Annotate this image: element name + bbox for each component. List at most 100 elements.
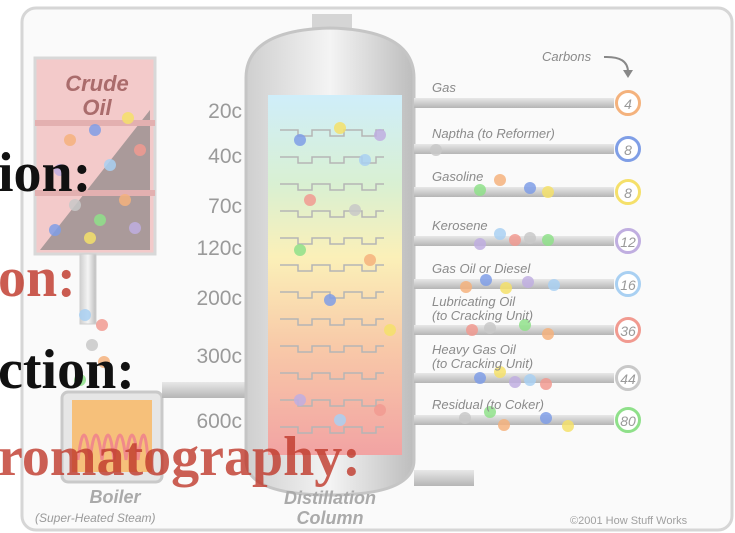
molecule-bubble xyxy=(509,376,521,388)
column-tray xyxy=(280,399,384,407)
molecule-bubble xyxy=(524,182,536,194)
column-tray xyxy=(280,156,384,164)
carbons-arrow xyxy=(603,55,629,73)
molecule-bubble xyxy=(94,214,106,226)
molecule-bubble xyxy=(494,366,506,378)
molecule-bubble xyxy=(548,279,560,291)
product-name-line1: Gas xyxy=(432,80,456,95)
molecule-bubble xyxy=(430,144,442,156)
boiler xyxy=(60,382,252,484)
molecule-bubble xyxy=(542,328,554,340)
slide-text-line-2: on: xyxy=(0,247,76,309)
column-label-line2: Column xyxy=(296,508,364,528)
temperature-label: 300c xyxy=(196,345,242,368)
temperature-label: 70c xyxy=(208,195,242,218)
boiler-sublabel: (Super-Heated Steam) xyxy=(35,511,156,525)
product-name-line1: Residual (to Coker) xyxy=(432,397,544,412)
product-name: Naptha (to Reformer) xyxy=(432,127,555,141)
molecule-bubble xyxy=(84,232,96,244)
column-label: Distillation Column xyxy=(262,488,398,528)
product-name-line1: Gasoline xyxy=(432,169,484,184)
molecule-bubble xyxy=(500,282,512,294)
molecule-bubble xyxy=(524,374,536,386)
molecule-bubble xyxy=(122,112,134,124)
molecule-bubble xyxy=(64,134,76,146)
molecule-bubble xyxy=(540,378,552,390)
product-name: Heavy Gas Oil(to Cracking Unit) xyxy=(432,343,533,371)
product-pipe xyxy=(414,98,614,108)
molecule-bubble xyxy=(484,406,496,418)
carbon-count-badge: 36 xyxy=(615,317,641,343)
molecule-bubble xyxy=(542,186,554,198)
product-name: Lubricating Oil(to Cracking Unit) xyxy=(432,295,533,323)
product-pipe xyxy=(414,325,614,335)
product-name-line1: Gas Oil or Diesel xyxy=(432,261,531,276)
molecule-bubble xyxy=(474,372,486,384)
molecule-bubble xyxy=(460,281,472,293)
carbons-arrow-head xyxy=(623,70,633,78)
molecule-bubble xyxy=(466,324,478,336)
molecule-bubble xyxy=(524,232,536,244)
carbon-count-badge: 80 xyxy=(615,407,641,433)
column-tray xyxy=(280,345,384,353)
product-name-line1: Heavy Gas Oil xyxy=(432,342,516,357)
molecule-bubble xyxy=(134,144,146,156)
column-tray xyxy=(280,210,384,218)
molecule-bubble xyxy=(374,404,386,416)
molecule-bubble xyxy=(509,234,521,246)
column-tray xyxy=(280,291,384,299)
crude-oil-tank xyxy=(33,56,157,325)
molecule-bubble xyxy=(540,412,552,424)
molecule-bubble xyxy=(519,319,531,331)
molecule-bubble xyxy=(104,159,116,171)
column-tray xyxy=(280,372,384,380)
molecule-bubble xyxy=(86,339,98,351)
molecule-bubble xyxy=(494,228,506,240)
boiler-label: Boiler xyxy=(89,487,141,507)
column-tray xyxy=(280,264,384,272)
molecule-bubble xyxy=(349,204,361,216)
molecule-bubble xyxy=(294,394,306,406)
column-tray xyxy=(280,183,384,191)
carbon-count-badge: 4 xyxy=(615,90,641,116)
temperature-label: 600c xyxy=(196,410,242,433)
credit: ©2001 How Stuff Works xyxy=(570,515,688,527)
product-name: Gas Oil or Diesel xyxy=(432,262,530,276)
column-tray xyxy=(280,318,384,326)
slide-text-line-3: ction: xyxy=(0,339,135,401)
molecule-bubble xyxy=(89,124,101,136)
molecule-bubble xyxy=(334,122,346,134)
crude-label-line2: Oil xyxy=(82,95,112,120)
molecule-bubble xyxy=(96,319,108,331)
temperature-label: 200c xyxy=(196,287,242,310)
product-name: Gas xyxy=(432,81,456,95)
molecule-bubble xyxy=(98,356,110,368)
product-name: Kerosene xyxy=(432,219,488,233)
molecule-bubble xyxy=(480,274,492,286)
carbon-count-badge: 44 xyxy=(615,365,641,391)
molecule-bubble xyxy=(359,154,371,166)
carbon-count-badge: 8 xyxy=(615,136,641,162)
distillation-column xyxy=(244,14,474,497)
molecule-bubble xyxy=(498,419,510,431)
carbon-count-badge: 8 xyxy=(615,179,641,205)
product-pipe xyxy=(414,144,614,154)
column-label-line1: Distillation xyxy=(283,488,376,508)
molecule-bubble xyxy=(374,129,386,141)
molecule-bubble xyxy=(474,238,486,250)
product-name-line1: Naptha (to Reformer) xyxy=(432,126,555,141)
molecule-bubble xyxy=(364,254,376,266)
molecule-bubble xyxy=(334,414,346,426)
molecule-bubble xyxy=(484,322,496,334)
molecule-bubble xyxy=(494,174,506,186)
molecule-bubble xyxy=(542,234,554,246)
carbon-count-badge: 12 xyxy=(615,228,641,254)
temperature-label: 20c xyxy=(208,100,242,123)
molecule-bubble xyxy=(459,412,471,424)
product-name: Residual (to Coker) xyxy=(432,398,544,412)
slide-text-line-4: romatography: xyxy=(0,426,361,488)
molecule-bubble xyxy=(79,309,91,321)
molecule-bubble xyxy=(384,324,396,336)
molecule-bubble xyxy=(522,276,534,288)
product-pipe xyxy=(414,279,614,289)
